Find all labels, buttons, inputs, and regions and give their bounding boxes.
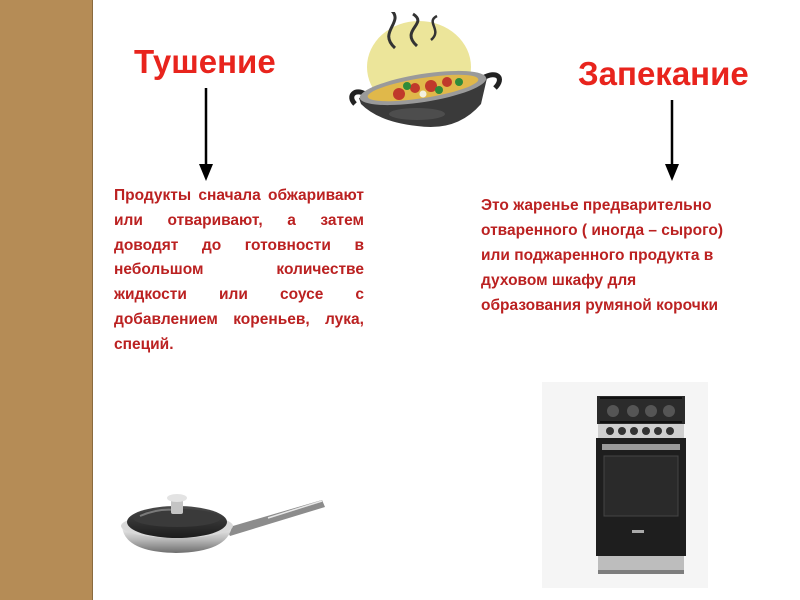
- decorative-side-strip: [0, 0, 92, 600]
- baking-description-line: Это жаренье предварительно: [481, 197, 712, 214]
- heading-stewing: Тушение: [134, 43, 276, 80]
- arrow-down-right-icon: [665, 100, 679, 181]
- gas-stove-icon: [542, 382, 708, 588]
- baking-description-line: духовом шкафу для: [481, 272, 637, 289]
- baking-description-line: отваренного ( иногда – сырого): [481, 222, 723, 239]
- arrow-down-left-icon: [199, 88, 213, 181]
- stewing-description: Продукты сначала обжаривают или отварива…: [114, 187, 364, 353]
- heading-baking: Запекание: [578, 55, 749, 92]
- pot-with-food-icon: [349, 12, 502, 128]
- baking-description-line: или поджаренного продукта в: [481, 247, 714, 264]
- side-strip-border: [92, 0, 93, 600]
- baking-description-line: образования румяной корочки: [481, 297, 719, 314]
- baking-description: Это жаренье предварительно отваренного (…: [481, 193, 791, 318]
- frying-pan-icon: [121, 494, 325, 553]
